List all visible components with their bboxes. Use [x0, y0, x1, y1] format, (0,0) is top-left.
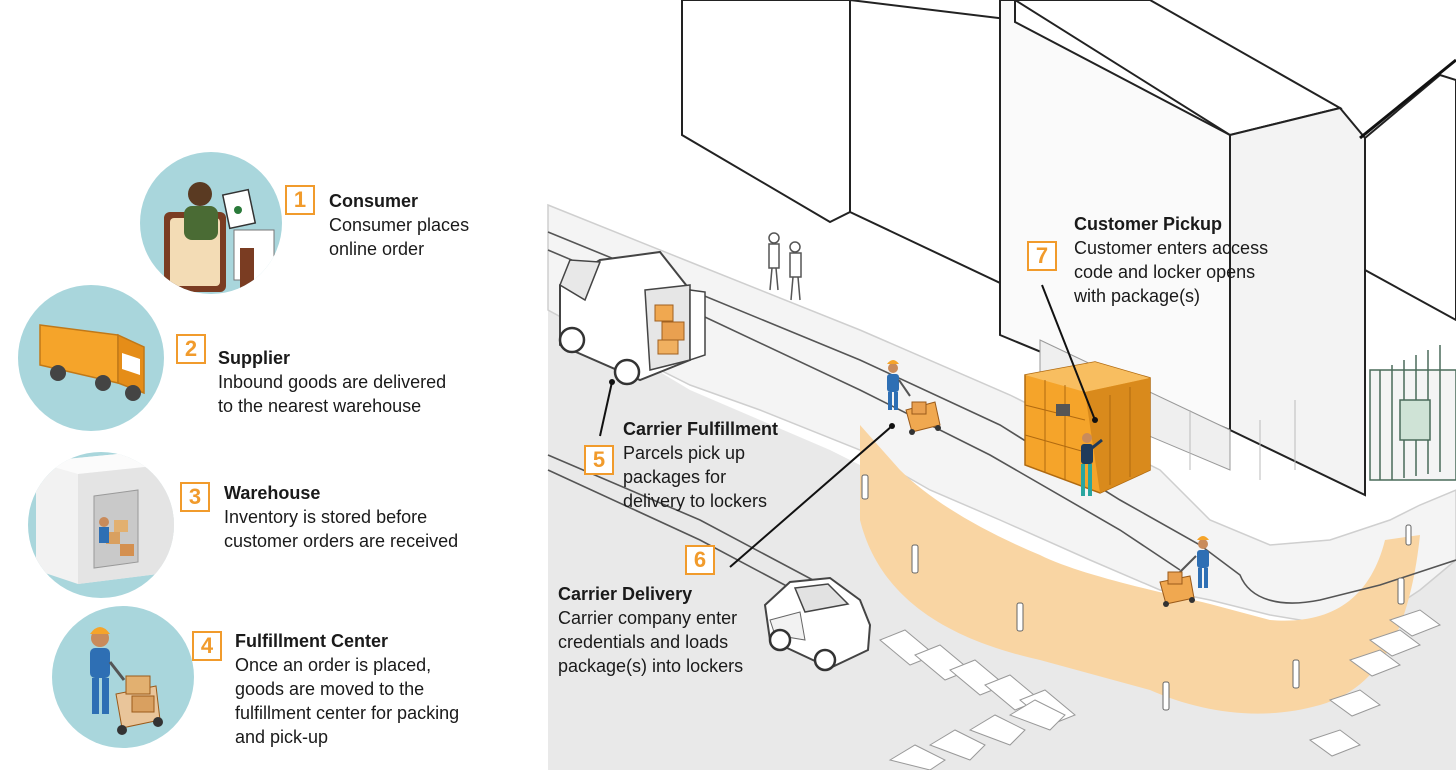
step-7-badge: 7 [1027, 241, 1057, 271]
step-3-desc-line: Inventory is stored before [224, 507, 428, 527]
consumer-at-laptop-icon [164, 182, 275, 294]
step-7-text: Customer Pickup Customer enters access c… [1074, 212, 1268, 308]
warehouse-circle [28, 452, 174, 598]
step-5-desc-line: delivery to lockers [623, 491, 768, 511]
step-4-title: Fulfillment Center [235, 631, 389, 651]
step-3-badge: 3 [180, 482, 210, 512]
step-3-title: Warehouse [224, 483, 321, 503]
step-2-desc-line: to the nearest warehouse [218, 396, 422, 416]
step-4-text: Fulfillment Center Once an order is plac… [235, 629, 459, 749]
building-roof-edge [1359, 58, 1456, 140]
delivery-truck-icon [39, 324, 145, 401]
step-1-title: Consumer [329, 191, 419, 211]
building-left [681, 0, 1016, 292]
step-4-desc-line: goods are moved to the [235, 679, 425, 699]
warehouse-icon [36, 452, 174, 584]
carrier-worker-corner [1159, 536, 1209, 607]
step-6-desc-line: package(s) into lockers [558, 656, 744, 676]
step-5-desc-line: packages for [623, 467, 727, 487]
step-4-desc-line: fulfillment center for packing [235, 703, 460, 723]
step-7-desc-line: with package(s) [1074, 286, 1201, 306]
crosswalk-left [879, 629, 1076, 770]
step-7-desc-line: code and locker opens [1074, 262, 1256, 282]
consumer-circle [140, 152, 282, 294]
step-2-title: Supplier [218, 348, 291, 368]
step-1-text: Consumer Consumer places online order [329, 189, 469, 261]
step-6-desc-line: credentials and loads [558, 632, 729, 652]
carrier-worker [887, 360, 941, 435]
building-right [1364, 73, 1456, 322]
step-2-desc-line: Inbound goods are delivered [218, 372, 447, 392]
step-7-desc-line: Customer enters access [1074, 238, 1269, 258]
subway-entrance [1369, 345, 1456, 481]
pedestrians [768, 232, 802, 301]
step-6-title: Carrier Delivery [558, 584, 693, 604]
step-6-badge: 6 [685, 545, 715, 575]
step-5-badge: 5 [584, 445, 614, 475]
customer [1081, 433, 1103, 496]
step-6-desc-line: Carrier company enter [558, 608, 738, 628]
supplier-circle [18, 285, 164, 431]
worker-with-hand-truck-icon [90, 627, 163, 735]
crosswalk-right [1308, 609, 1442, 757]
step-1-desc-line: Consumer places [329, 215, 470, 235]
leader-lines [599, 284, 1096, 568]
step-1-desc-line: online order [329, 239, 425, 259]
step-5-text: Carrier Fulfillment Parcels pick up pack… [623, 417, 778, 513]
step-2-badge: 2 [176, 334, 206, 364]
leader-dots [609, 379, 1098, 429]
step-4-desc-line: and pick-up [235, 727, 329, 747]
step-5-desc-line: Parcels pick up [623, 443, 746, 463]
step-6-text: Carrier Delivery Carrier company enter c… [558, 582, 743, 678]
step-3-text: Warehouse Inventory is stored before cus… [224, 481, 458, 553]
parcel-locker [1024, 361, 1151, 494]
delivery-zone [860, 425, 1420, 714]
step-1-badge: 1 [285, 185, 315, 215]
step-3-desc-line: customer orders are received [224, 531, 459, 551]
step-4-desc-line: Once an order is placed, [235, 655, 432, 675]
bollards [861, 474, 1412, 711]
fulfillment-circle [52, 606, 194, 748]
step-4-badge: 4 [192, 631, 222, 661]
step-5-title: Carrier Fulfillment [623, 419, 779, 439]
step-2-text: Supplier Inbound goods are delivered to … [218, 346, 446, 418]
step-7-title: Customer Pickup [1074, 214, 1223, 234]
car [763, 576, 872, 672]
parcel-van [558, 250, 706, 386]
